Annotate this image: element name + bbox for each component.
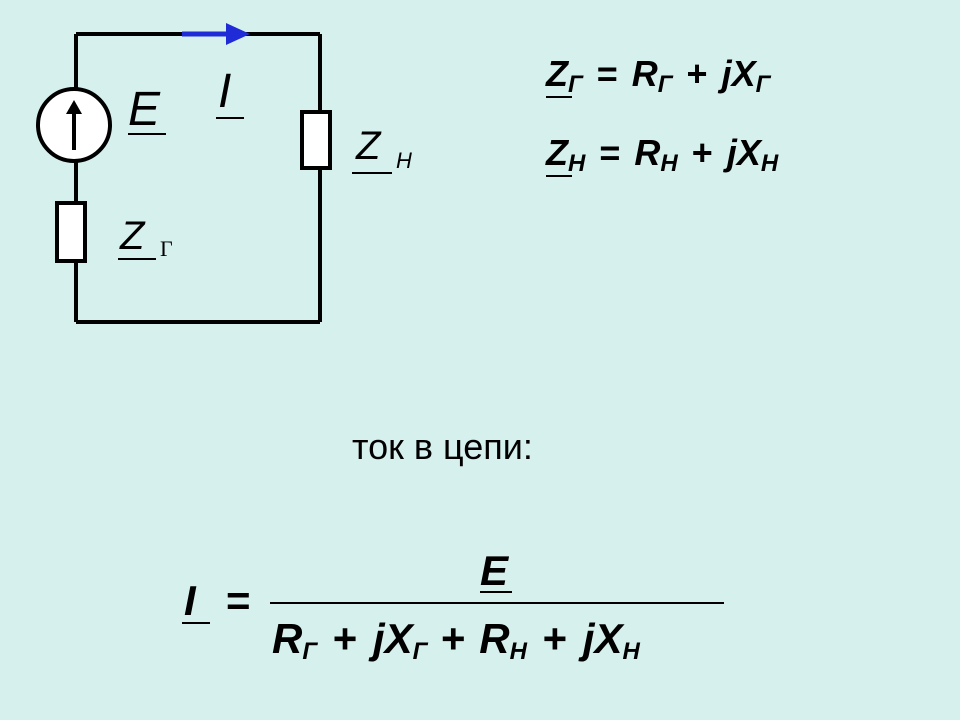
den-r-load: R [479,615,510,662]
eq1-jx-sub: Г [755,71,771,98]
main-formula-denominator: RГ + jXГ + RН + jXН [272,618,640,664]
den-r-load-sub: Н [509,638,527,665]
eq2-lhs-sub: Н [568,150,586,177]
numerator-underline [480,591,512,593]
gen-resistor-symbol [55,201,87,263]
eq2-equals: = [599,132,621,173]
den-plus-3: + [542,615,568,662]
main-formula-numerator: E [480,547,509,594]
current-arrow [182,23,250,45]
eq1-equals: = [596,53,618,94]
gen-impedance-subscript: Г [160,236,173,261]
eq1-r-sub: Г [657,71,673,98]
equation-load-impedance: ZН = RН + jXН [546,135,778,176]
den-r-gen: R [272,615,303,662]
load-resistor-symbol [300,110,332,170]
den-r-gen-sub: Г [302,638,318,665]
eq2-lhs: Z [546,132,568,173]
source-label-underline [128,133,166,135]
den-plus-1: + [332,615,358,662]
den-jx-load: jX [582,615,623,662]
wires [74,32,322,324]
eq2-plus: + [691,132,713,173]
eq2-r-sub: Н [660,150,678,177]
eq2-lhs-underline [546,175,572,177]
main-formula-lhs: I [184,577,196,624]
den-jx-gen-sub: Г [412,638,428,665]
current-label: I [218,65,232,118]
eq1-lhs-sub: Г [568,71,583,98]
voltage-source-symbol [36,87,112,163]
load-impedance-subscript: Н [396,148,412,173]
den-plus-2: + [441,615,466,662]
eq2-jx: jX [726,132,761,173]
eq1-lhs: Z [546,53,568,94]
eq2-jx-sub: Н [760,150,779,177]
load-impedance-underline [352,172,392,174]
gen-impedance-label: Z [120,214,145,258]
load-impedance-label: Z [356,124,381,168]
fraction-bar [270,602,724,604]
den-jx-load-sub: Н [622,638,640,665]
eq1-r: R [631,53,658,94]
main-formula-equals: = [226,577,251,624]
equation-generator-impedance: ZГ = RГ + jXГ [546,56,770,97]
current-label-underline [216,117,244,119]
eq1-plus: + [686,53,708,94]
eq1-jx: jX [721,53,756,94]
eq1-lhs-underline [546,96,572,98]
gen-impedance-underline [118,258,156,260]
eq2-r: R [634,132,661,173]
main-formula-lhs-underline [182,622,210,624]
den-jx-gen: jX [372,615,413,662]
source-label: E [128,83,161,136]
caption-text: ток в цепи: [352,426,533,467]
